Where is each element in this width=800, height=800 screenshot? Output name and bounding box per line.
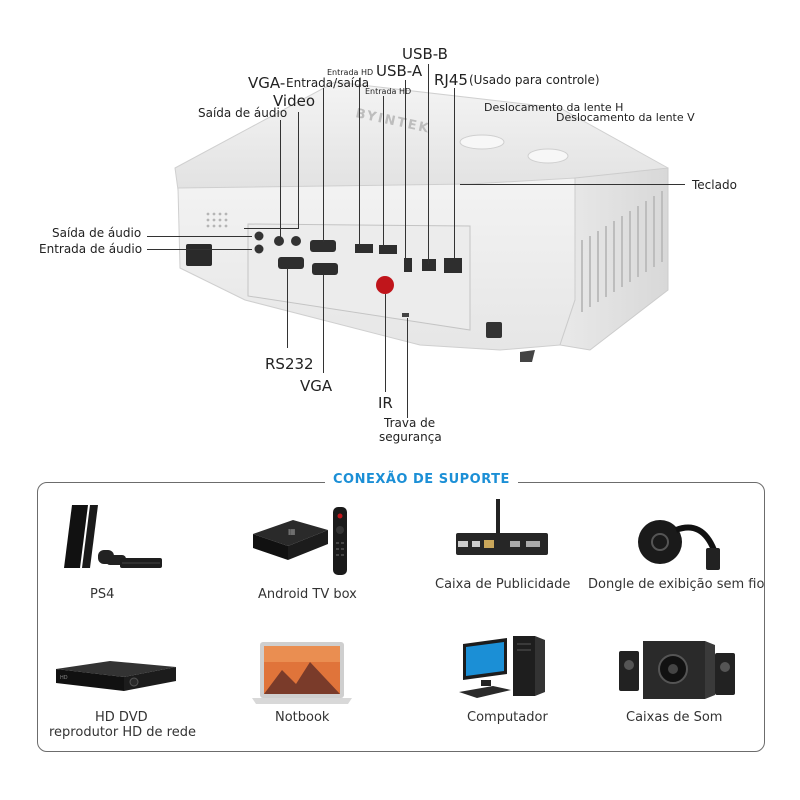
device-label-wireless-dongle: Dongle de exibição sem fio — [588, 577, 765, 592]
rs232-label: RS232 — [265, 355, 314, 373]
svg-text:HD: HD — [60, 675, 68, 681]
audio-in-label: Entrada de áudio — [39, 242, 143, 256]
notebook-icon — [252, 642, 352, 704]
device-label-speakers: Caixas de Som — [626, 710, 723, 725]
rj45-note-label: (Usado para controle) — [469, 73, 600, 87]
lens-shift-h-label: Deslocamento da lente H — [484, 101, 624, 114]
projector-diagram: BYINTEK USB-B USB-A Entrada HD Entrada H… — [39, 45, 737, 444]
security-lock-label-1: Trava de — [384, 416, 436, 430]
advertising-box-icon — [456, 499, 548, 555]
device-label-android-tv-box: Android TV box — [258, 587, 357, 602]
device-label-notebook: Notbook — [275, 710, 330, 725]
hd-dvd-player-icon: HD — [56, 661, 176, 691]
vga-bottom-label: VGA — [300, 377, 333, 395]
saida-audio-top-label: Saída de áudio — [198, 106, 288, 120]
device-label-computer: Computador — [467, 710, 548, 725]
ps4-console-icon — [64, 505, 162, 568]
usb-a-label: USB-A — [376, 62, 423, 80]
lens-shift-v-label: Deslocamento da lente V — [556, 111, 695, 124]
device-label-hd-dvd-line1: HD DVD — [95, 710, 148, 725]
support-title: CONEXÃO DE SUPORTE — [325, 472, 518, 487]
usb-b-label: USB-B — [402, 45, 448, 63]
svg-text:▦: ▦ — [288, 527, 296, 536]
security-lock-label-2: segurança — [379, 430, 442, 444]
computer-icon — [459, 636, 545, 698]
ir-label: IR — [378, 394, 393, 412]
audio-out-label: Saída de áudio — [52, 226, 142, 240]
rj45-label: RJ45 — [434, 71, 468, 89]
device-label-hd-dvd-line2: reprodutor HD de rede — [49, 725, 196, 740]
keypad-label: Teclado — [692, 178, 737, 192]
device-label-advertising-box: Caixa de Publicidade — [435, 577, 571, 592]
entrada-hd-top-label: Entrada HD — [327, 68, 374, 77]
device-label-ps4: PS4 — [90, 587, 115, 602]
vga-label: VGA- — [248, 74, 286, 92]
entrada-hd-mid-label: Entrada HD — [365, 87, 412, 96]
speakers-icon — [619, 641, 735, 699]
video-label: Video — [273, 92, 316, 110]
wireless-dongle-icon — [638, 520, 720, 570]
entrada-saida-label: Entrada/saída — [286, 76, 370, 90]
android-tv-box-icon: ▦ — [253, 507, 347, 575]
